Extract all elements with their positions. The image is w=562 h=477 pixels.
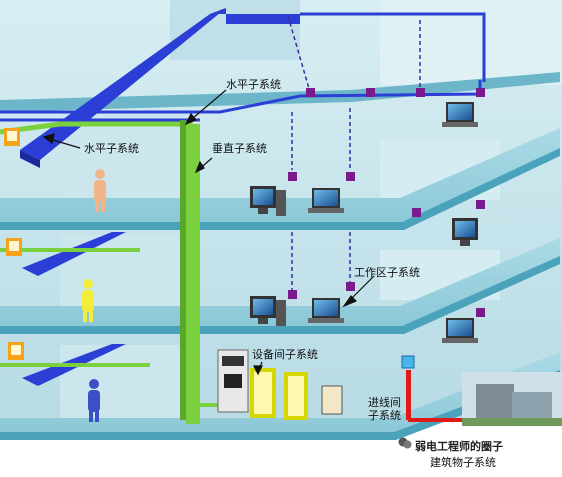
label-entrance-room: 进线间 子系统 bbox=[368, 396, 401, 422]
label-building: 建筑物子系统 bbox=[430, 456, 496, 469]
building-photo bbox=[462, 372, 562, 426]
workstations bbox=[250, 102, 478, 343]
watermark: 弱电工程师的圈子 bbox=[415, 440, 503, 453]
vertical-riser bbox=[0, 120, 240, 424]
wechat-icon bbox=[398, 437, 412, 449]
floor-slabs bbox=[0, 72, 560, 440]
floor-distributors bbox=[4, 128, 24, 360]
label-work-area: 工作区子系统 bbox=[354, 266, 420, 279]
label-horizontal-top: 水平子系统 bbox=[226, 78, 281, 91]
info-outlets bbox=[288, 88, 485, 317]
label-equipment-room: 设备间子系统 bbox=[252, 348, 318, 361]
equipment-racks bbox=[217, 349, 343, 420]
label-horizontal-left: 水平子系统 bbox=[84, 142, 139, 155]
people bbox=[82, 169, 106, 422]
label-vertical: 垂直子系统 bbox=[212, 142, 267, 155]
dashed-cables bbox=[287, 15, 421, 290]
label-pointers bbox=[42, 89, 375, 376]
